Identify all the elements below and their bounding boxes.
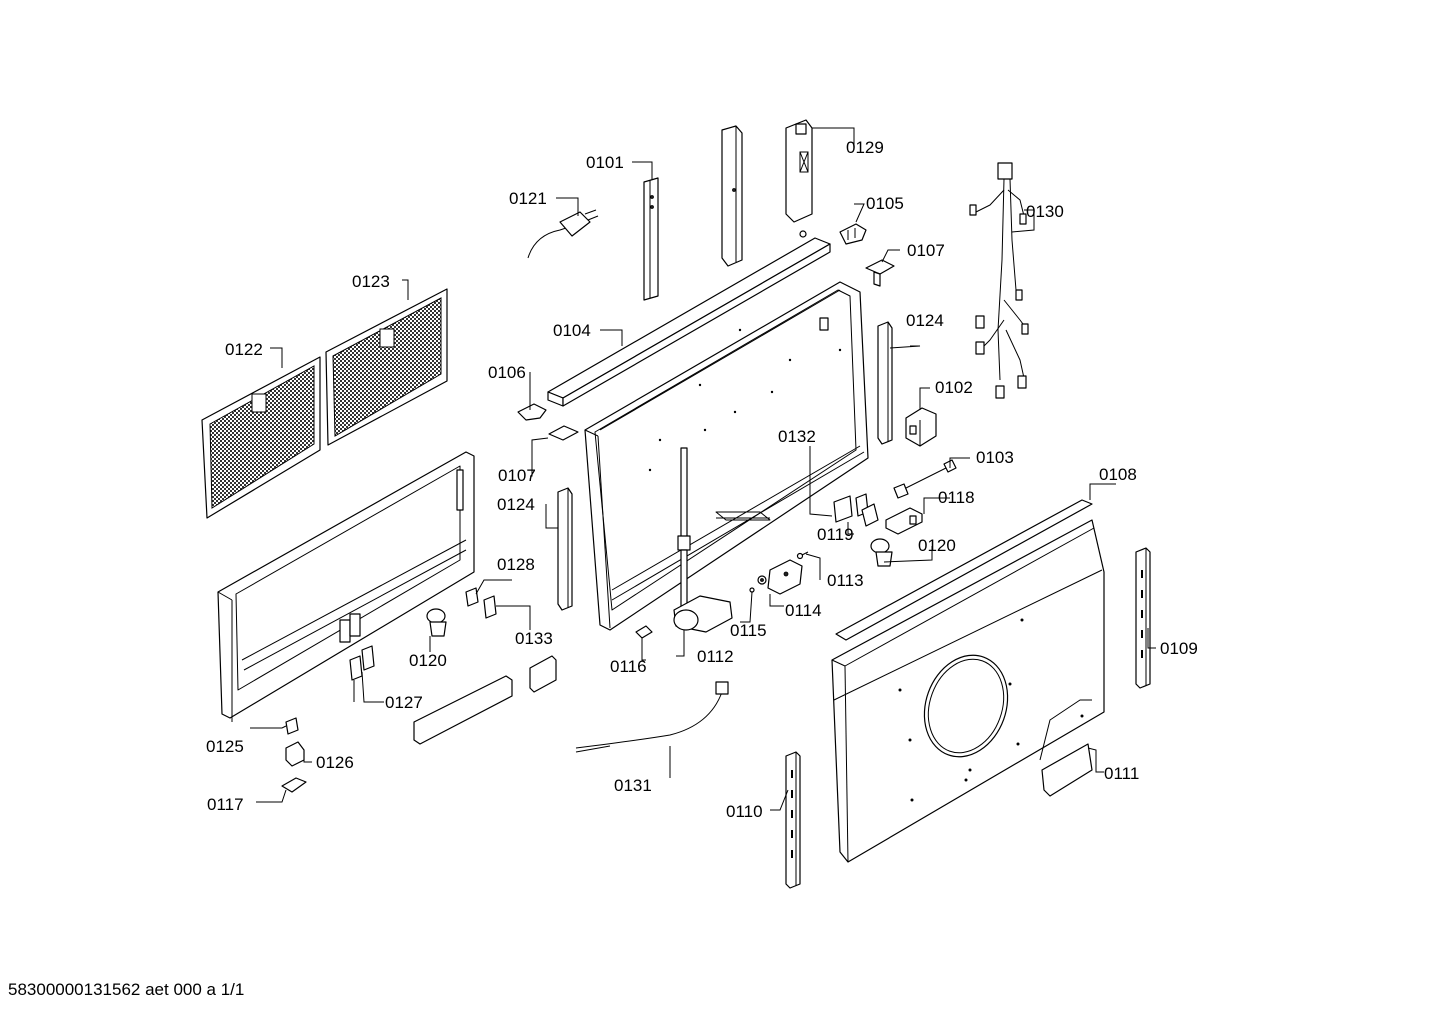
part-front-panel (831, 519, 1105, 863)
part-0118-switch (885, 507, 923, 535)
part-0113-screw (796, 551, 809, 560)
document-code: 58300000131562 aet 000 a 1/1 (8, 980, 245, 999)
part-0105-clip (839, 223, 867, 245)
part-0125-clip (285, 717, 299, 735)
label-0107-lower: 0107 (498, 466, 536, 485)
label-0114: 0114 (785, 601, 822, 620)
part-0110-mounting-rail (785, 751, 801, 889)
label-0118: 0118 (938, 488, 975, 507)
leader-lines (250, 127, 1156, 811)
label-0109: 0109 (1160, 639, 1198, 658)
part-0102-transformer (905, 407, 937, 447)
part-0108-seal-strip (835, 499, 1093, 641)
label-0104: 0104 (553, 321, 591, 340)
label-0101: 0101 (586, 153, 624, 172)
part-upright-channel (721, 125, 743, 267)
part-0115-washer (749, 575, 767, 593)
part-0124-side-strip-left (557, 487, 573, 611)
part-front-frame (217, 451, 475, 722)
part-0130-wiring-harness (969, 162, 1029, 399)
label-0129: 0129 (846, 138, 884, 157)
part-0107-bracket-upper (865, 259, 895, 287)
label-0130: 0130 (1026, 202, 1064, 221)
part-0124-side-strip-right (877, 321, 893, 445)
label-0112: 0112 (697, 647, 734, 666)
label-0106: 0106 (488, 363, 526, 382)
part-0133-bracket (483, 595, 497, 619)
part-0119-lamp-holder (861, 503, 879, 527)
label-0117: 0117 (207, 795, 244, 814)
part-0107-bracket-lower (548, 425, 579, 441)
label-0123: 0123 (352, 272, 390, 291)
label-0128: 0128 (497, 555, 535, 574)
label-0113: 0113 (827, 571, 864, 590)
label-0107-upper: 0107 (907, 241, 945, 260)
part-0111-plate (1041, 743, 1093, 797)
part-0114-bracket (767, 559, 803, 595)
part-0128-clip (465, 587, 479, 607)
label-0120-left: 0120 (409, 651, 447, 670)
part-0120-lamp-right (870, 538, 893, 567)
label-0119: 0119 (817, 525, 854, 544)
part-0117-plate (281, 777, 307, 793)
label-0127: 0127 (385, 693, 423, 712)
part-0122-grease-filter (201, 356, 321, 519)
part-0126-holder (285, 741, 305, 767)
label-0108: 0108 (1099, 465, 1137, 484)
part-0104-top-trim (547, 230, 831, 407)
part-0132-connector (833, 493, 869, 523)
label-0124-upper: 0124 (906, 311, 944, 330)
part-0109-mounting-rail (1135, 547, 1151, 689)
label-0124-lower: 0124 (497, 495, 535, 514)
part-0129-control-module (785, 119, 813, 223)
label-0121: 0121 (509, 189, 547, 208)
part-0131-cable (575, 681, 729, 753)
part-0123-grease-filter (325, 288, 448, 446)
label-0131: 0131 (614, 776, 652, 795)
label-0116: 0116 (610, 657, 647, 676)
callout-labels: 0101 0121 0129 0105 0107 0130 0123 0104 … (206, 138, 1198, 821)
label-0126: 0126 (316, 753, 354, 772)
part-0127-clips (349, 645, 375, 681)
part-0112-motor (673, 447, 733, 633)
label-0115: 0115 (730, 621, 767, 640)
part-0106-end-cap (517, 403, 547, 421)
label-0110: 0110 (726, 802, 763, 821)
label-0133: 0133 (515, 629, 553, 648)
label-0105: 0105 (866, 194, 904, 213)
part-main-housing (584, 281, 869, 631)
label-0103: 0103 (976, 448, 1014, 467)
part-0120-lamp-left (426, 608, 447, 637)
part-0121-power-cord (527, 209, 599, 259)
label-0132: 0132 (778, 427, 816, 446)
label-0120-right: 0120 (918, 536, 956, 555)
label-0111: 0111 (1104, 764, 1139, 783)
part-0133-cover (529, 655, 557, 693)
part-lower-trim-bar (413, 675, 513, 745)
label-0102: 0102 (935, 378, 973, 397)
part-0116-clip (635, 625, 653, 639)
label-0122: 0122 (225, 340, 263, 359)
part-0101-rail (643, 177, 659, 301)
part-0103-sensor (893, 459, 957, 499)
label-0125: 0125 (206, 737, 244, 756)
